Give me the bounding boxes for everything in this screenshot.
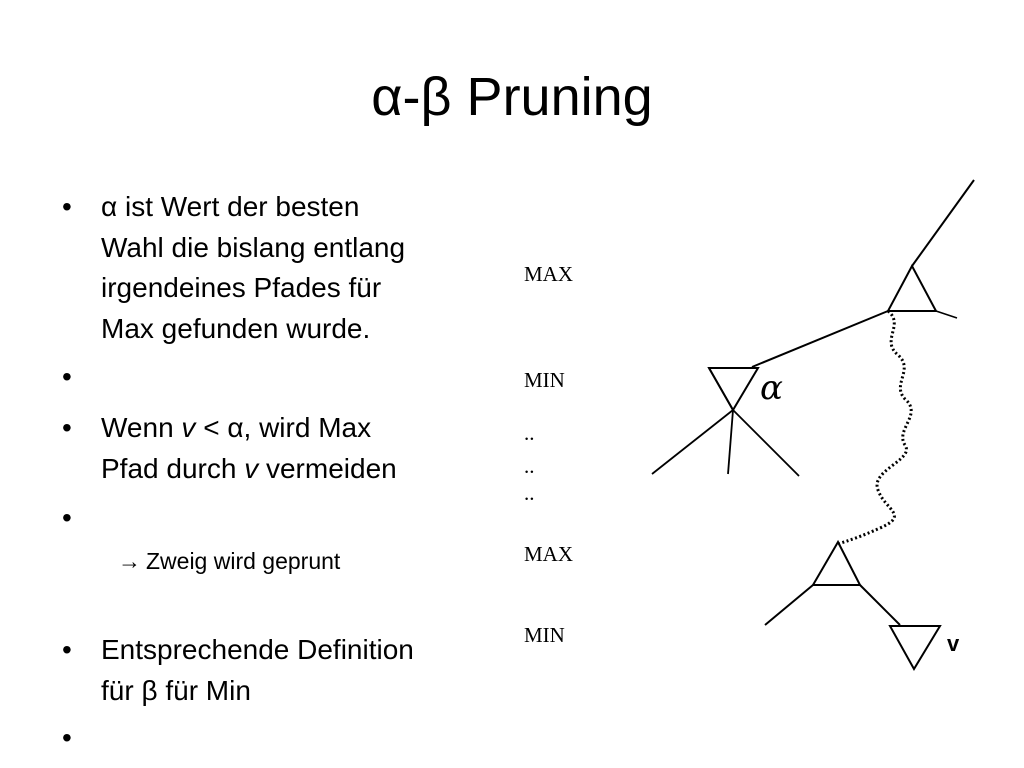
bullet-line: α ist Wert der besten xyxy=(101,191,360,222)
bullet-marker: • xyxy=(62,722,72,753)
tree-edge xyxy=(764,584,814,626)
level-label-ellipsis: .. xyxy=(524,454,535,478)
max-node xyxy=(811,539,862,586)
wavy-path-edge xyxy=(837,309,913,546)
bullet-text: Entsprechende Definition für β für Min xyxy=(101,630,501,711)
level-label-ellipsis: .. xyxy=(524,481,535,505)
bullet-marker: • xyxy=(62,502,72,533)
text-run: vermeiden xyxy=(258,452,397,484)
bullet-marker: • xyxy=(62,361,72,392)
level-label-max: MAX xyxy=(524,542,573,566)
bullet-line: Entsprechende Definition xyxy=(101,634,414,665)
arrow-right-icon: → xyxy=(118,548,141,574)
bullet-line: Wahl die bislang entlang xyxy=(101,231,406,263)
bullet-line: Pfad durch v vermeiden xyxy=(101,449,501,490)
text-run: Pfad durch xyxy=(101,452,245,484)
bullet-line: Wenn v < α, wird Max xyxy=(101,408,501,449)
alpha-min-node xyxy=(707,367,760,412)
v-min-node xyxy=(888,625,942,671)
sub-bullet-pruned: →Zweig wird geprunt xyxy=(118,546,340,576)
variable-v: v xyxy=(244,452,259,484)
tree-edge xyxy=(751,310,889,368)
tree-edge xyxy=(651,409,734,475)
bullet-line: irgendeines Pfades für xyxy=(101,272,382,303)
tree-edge xyxy=(859,584,901,626)
level-label-min: MIN xyxy=(524,368,565,392)
tree-edge xyxy=(732,409,800,477)
tree-edge xyxy=(708,367,734,411)
bullet-marker: • xyxy=(62,412,72,443)
alpha-label: α xyxy=(760,368,783,408)
level-label-max: MAX xyxy=(524,262,573,286)
tree-edge xyxy=(935,310,958,319)
tree-edge xyxy=(911,179,975,267)
bullet-text: Wenn v < α, wird Max Pfad durch v vermei… xyxy=(101,408,501,489)
text-run: < α, wird Max xyxy=(195,412,372,443)
tree-edge xyxy=(727,409,734,475)
max-node xyxy=(886,263,938,312)
bullet-marker: • xyxy=(62,191,72,222)
text-run: Wenn xyxy=(101,412,182,443)
slide-title: α-β Pruning xyxy=(371,67,653,127)
variable-v: v xyxy=(181,412,196,443)
bullet-list: • α ist Wert der besten Wahl die bislang… xyxy=(0,0,500,768)
sub-bullet-text: Zweig wird geprunt xyxy=(146,548,341,574)
bullet-marker: • xyxy=(62,634,72,665)
bullet-line: Max gefunden wurde. xyxy=(101,312,371,344)
bullet-text: α ist Wert der besten Wahl die bislang e… xyxy=(101,187,501,349)
bullet-line: für β für Min xyxy=(101,674,251,706)
level-label-min: MIN xyxy=(524,623,565,647)
game-tree-diagram: MAX MIN .. .. .. MAX MIN α v xyxy=(524,179,975,671)
v-label: v xyxy=(947,631,960,656)
level-label-ellipsis: .. xyxy=(524,421,535,445)
